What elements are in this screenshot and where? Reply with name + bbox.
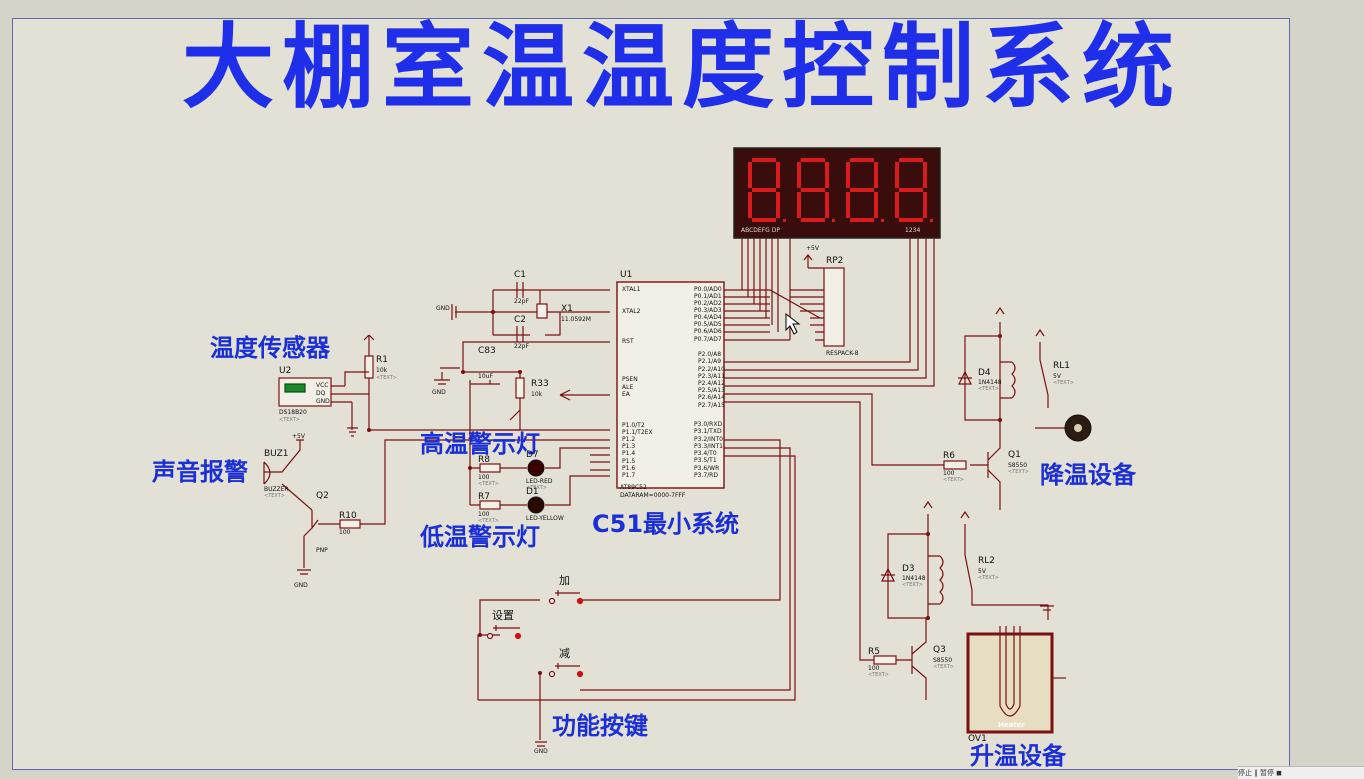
- c1-val: 22pF: [514, 298, 529, 305]
- c2-val: 22pF: [514, 343, 529, 350]
- reset-gnd: GND: [432, 389, 446, 396]
- rl1-ref: RL1: [1053, 361, 1070, 371]
- label-high-led: 高温警示灯: [420, 430, 540, 458]
- rl2-ref: RL2: [978, 556, 995, 566]
- key-set-label: 设置: [492, 609, 514, 622]
- r5-val: 100: [868, 665, 880, 672]
- rp2-vcc: +5V: [806, 245, 819, 252]
- ov1-ref: OV1: [968, 734, 987, 744]
- buz-gnd: GND: [294, 582, 308, 589]
- d3-ref: D3: [902, 564, 915, 574]
- label-alarm: 声音报警: [152, 458, 248, 486]
- heater-label: Heater: [998, 721, 1025, 729]
- c83-ref: C83: [478, 346, 496, 356]
- label-cooling: 降温设备: [1040, 461, 1136, 489]
- heater-body: [966, 632, 1054, 734]
- digit-3: [846, 158, 884, 222]
- digit-1: [748, 158, 786, 222]
- x1-val: 11.0592M: [561, 316, 591, 323]
- rp2-part: RESPACK-8: [826, 350, 859, 357]
- display-com-pins: 1234: [905, 227, 921, 234]
- mouse-cursor-icon: [785, 312, 801, 335]
- label-c51: C51最小系统: [592, 510, 740, 538]
- respack-body: [823, 267, 845, 347]
- r10-val: 100: [339, 529, 351, 536]
- r33-val: 10k: [531, 391, 543, 398]
- q2-part: PNP: [316, 547, 328, 554]
- c1-ref: C1: [514, 270, 527, 280]
- key-add-label: 加: [559, 574, 570, 587]
- r6-val: 100: [943, 470, 955, 477]
- led-yellow: [527, 496, 545, 514]
- d1-ref: D1: [526, 487, 539, 497]
- r33-ref: R33: [531, 379, 549, 389]
- r7-val: 100: [478, 511, 490, 518]
- d1-part: LED-YELLOW: [526, 515, 564, 522]
- r1-val: 10k: [376, 367, 388, 374]
- label-low-led: 低温警示灯: [420, 523, 540, 551]
- u1-mem: DATARAM=0000-7FFF: [620, 492, 686, 499]
- q1-part: S8550: [1008, 462, 1028, 469]
- r8-ref: R8: [478, 455, 490, 465]
- d7-part: LED-RED: [526, 478, 553, 485]
- u1-part: AT89C52: [620, 484, 647, 491]
- x1-ref: X1: [561, 304, 573, 314]
- rl2-val: 5V: [978, 568, 986, 575]
- d4-ref: D4: [978, 368, 991, 378]
- r6-ref: R6: [943, 451, 955, 461]
- mcu-chip-body: [616, 281, 725, 489]
- q2-ref: Q2: [316, 491, 329, 501]
- display-seg-pins: ABCDEFG DP: [741, 227, 780, 234]
- xtal-gnd: GND: [436, 305, 450, 312]
- digit-4: [895, 158, 933, 222]
- r1-ref: R1: [376, 355, 388, 365]
- u2-pin-vcc: VCC: [316, 382, 329, 389]
- r5-ref: R5: [868, 647, 880, 657]
- page-title: 大棚室温温度控制系统: [181, 14, 1182, 121]
- label-sensor: 温度传感器: [210, 334, 330, 362]
- buz-vcc: +5V: [292, 433, 305, 440]
- r10-ref: R10: [339, 511, 357, 521]
- u1-ref: U1: [620, 270, 633, 280]
- r7-ref: R7: [478, 492, 490, 502]
- label-heating: 升温设备: [970, 742, 1066, 770]
- c83-val: 10uF: [478, 373, 493, 380]
- d3-part: 1N4148: [902, 575, 926, 582]
- u2-pin-gnd: GND: [316, 398, 330, 405]
- q1-ref: Q1: [1008, 450, 1021, 460]
- key-sub-label: 减: [559, 647, 570, 660]
- digit-2: [797, 158, 835, 222]
- led-red: [527, 459, 545, 477]
- seven-seg-display: [733, 147, 941, 239]
- status-bar[interactable]: 停止 ‖ 暂停 ◼: [1238, 766, 1364, 779]
- u2-ref: U2: [279, 366, 292, 376]
- u2-part: DS18B20: [279, 409, 307, 416]
- rp2-ref: RP2: [826, 256, 844, 266]
- d7-ref: D7: [526, 450, 539, 460]
- u2-pin-dq: DQ: [316, 390, 326, 397]
- buz1-part: BUZZER: [264, 486, 289, 493]
- keys-gnd: GND: [534, 748, 548, 755]
- q3-ref: Q3: [933, 645, 946, 655]
- rl1-val: 5V: [1053, 373, 1061, 380]
- label-keys: 功能按键: [552, 712, 648, 740]
- d4-part: 1N4148: [978, 379, 1002, 386]
- q3-part: S8550: [933, 657, 953, 664]
- r8-val: 100: [478, 474, 490, 481]
- buz1-ref: BUZ1: [264, 449, 289, 459]
- c2-ref: C2: [514, 315, 527, 325]
